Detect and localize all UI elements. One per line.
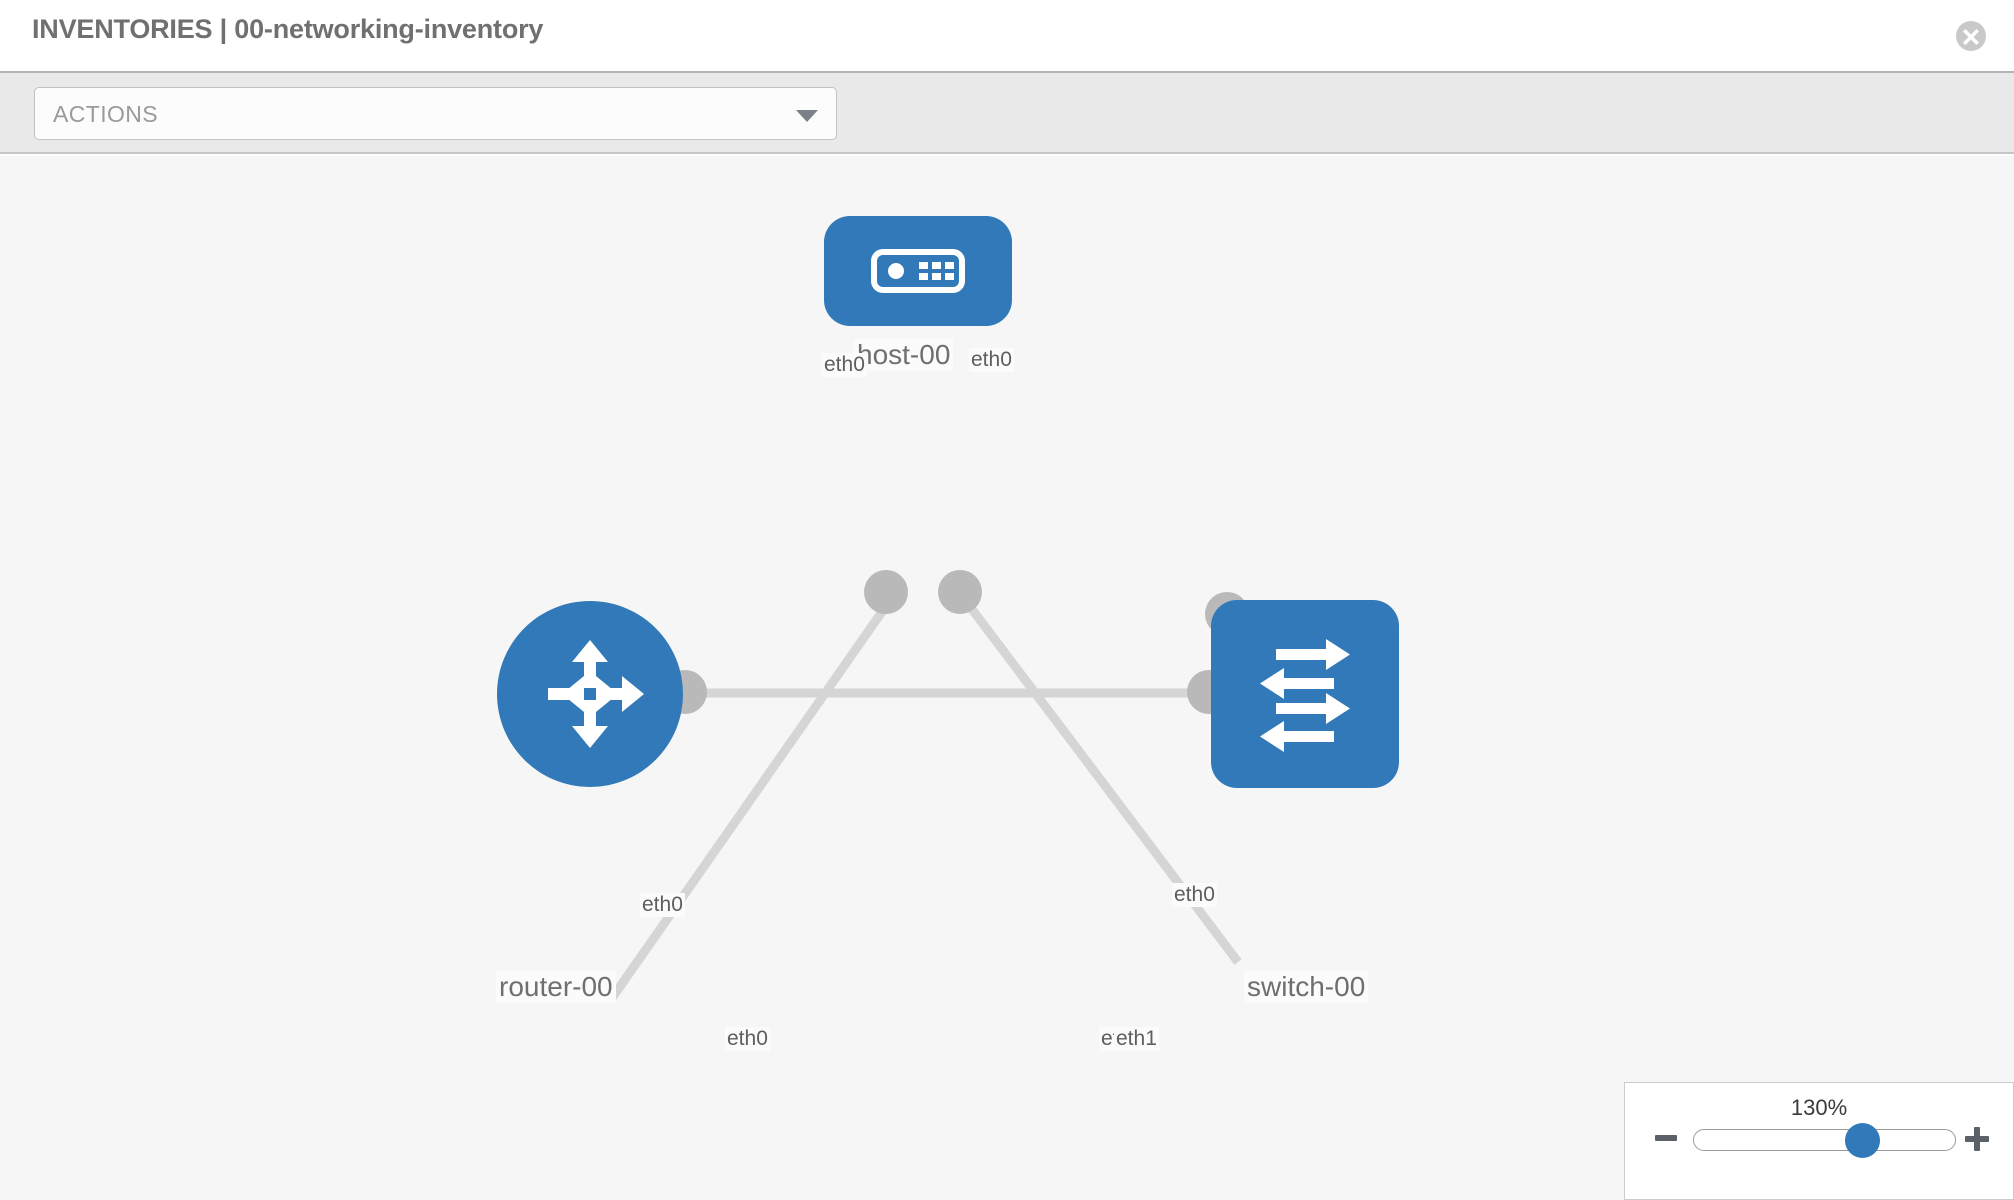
switch-arrows-icon — [1260, 639, 1350, 752]
edge-label-switch-up: eth0 — [1172, 883, 1217, 907]
node-switch-00-label: switch-00 — [1244, 971, 1369, 1003]
edge-label-switch-left-front: eth1 — [1114, 1027, 1159, 1051]
page-title: INVENTORIES | 00-networking-inventory — [32, 14, 544, 44]
node-switch-00[interactable] — [1211, 600, 1399, 788]
plus-icon[interactable] — [1963, 1125, 1991, 1158]
node-host-00-label: host-00 — [854, 339, 954, 371]
node-router-00[interactable] — [497, 601, 683, 787]
minus-icon[interactable] — [1653, 1125, 1679, 1156]
actions-dropdown-label: ACTIONS — [53, 101, 159, 127]
stub-host-right — [938, 570, 982, 614]
edge-label-host-left: eth0 — [822, 353, 867, 377]
zoom-slider-thumb[interactable] — [1845, 1123, 1880, 1158]
stub-host-left — [864, 570, 908, 614]
node-router-00-shape[interactable] — [497, 601, 683, 787]
toolbar: ACTIONS SEARCH — [0, 71, 2014, 212]
node-host-00[interactable] — [824, 216, 1012, 326]
server-icon — [871, 249, 965, 293]
actions-dropdown[interactable]: ACTIONS — [34, 87, 837, 140]
zoom-level-value: 130% — [1790, 1095, 1848, 1120]
node-router-00-label: router-00 — [496, 971, 616, 1003]
router-arrows-icon — [548, 640, 644, 748]
page-header: INVENTORIES | 00-networking-inventory — [0, 0, 2014, 71]
node-host-00-shape[interactable] — [824, 216, 1012, 326]
close-icon[interactable] — [1956, 21, 1986, 51]
edge-label-host-right: eth0 — [969, 348, 1014, 372]
edge-label-router-right: eth0 — [725, 1027, 770, 1051]
zoom-slider[interactable] — [1693, 1123, 1956, 1158]
chevron-down-icon — [796, 110, 818, 122]
edge-label-router-up: eth0 — [640, 893, 685, 917]
node-switch-00-shape[interactable] — [1211, 600, 1399, 788]
zoom-control-panel: 130% — [1624, 1082, 2014, 1200]
topology-canvas[interactable]: host-00 eth0 eth0 — [0, 156, 2014, 1200]
